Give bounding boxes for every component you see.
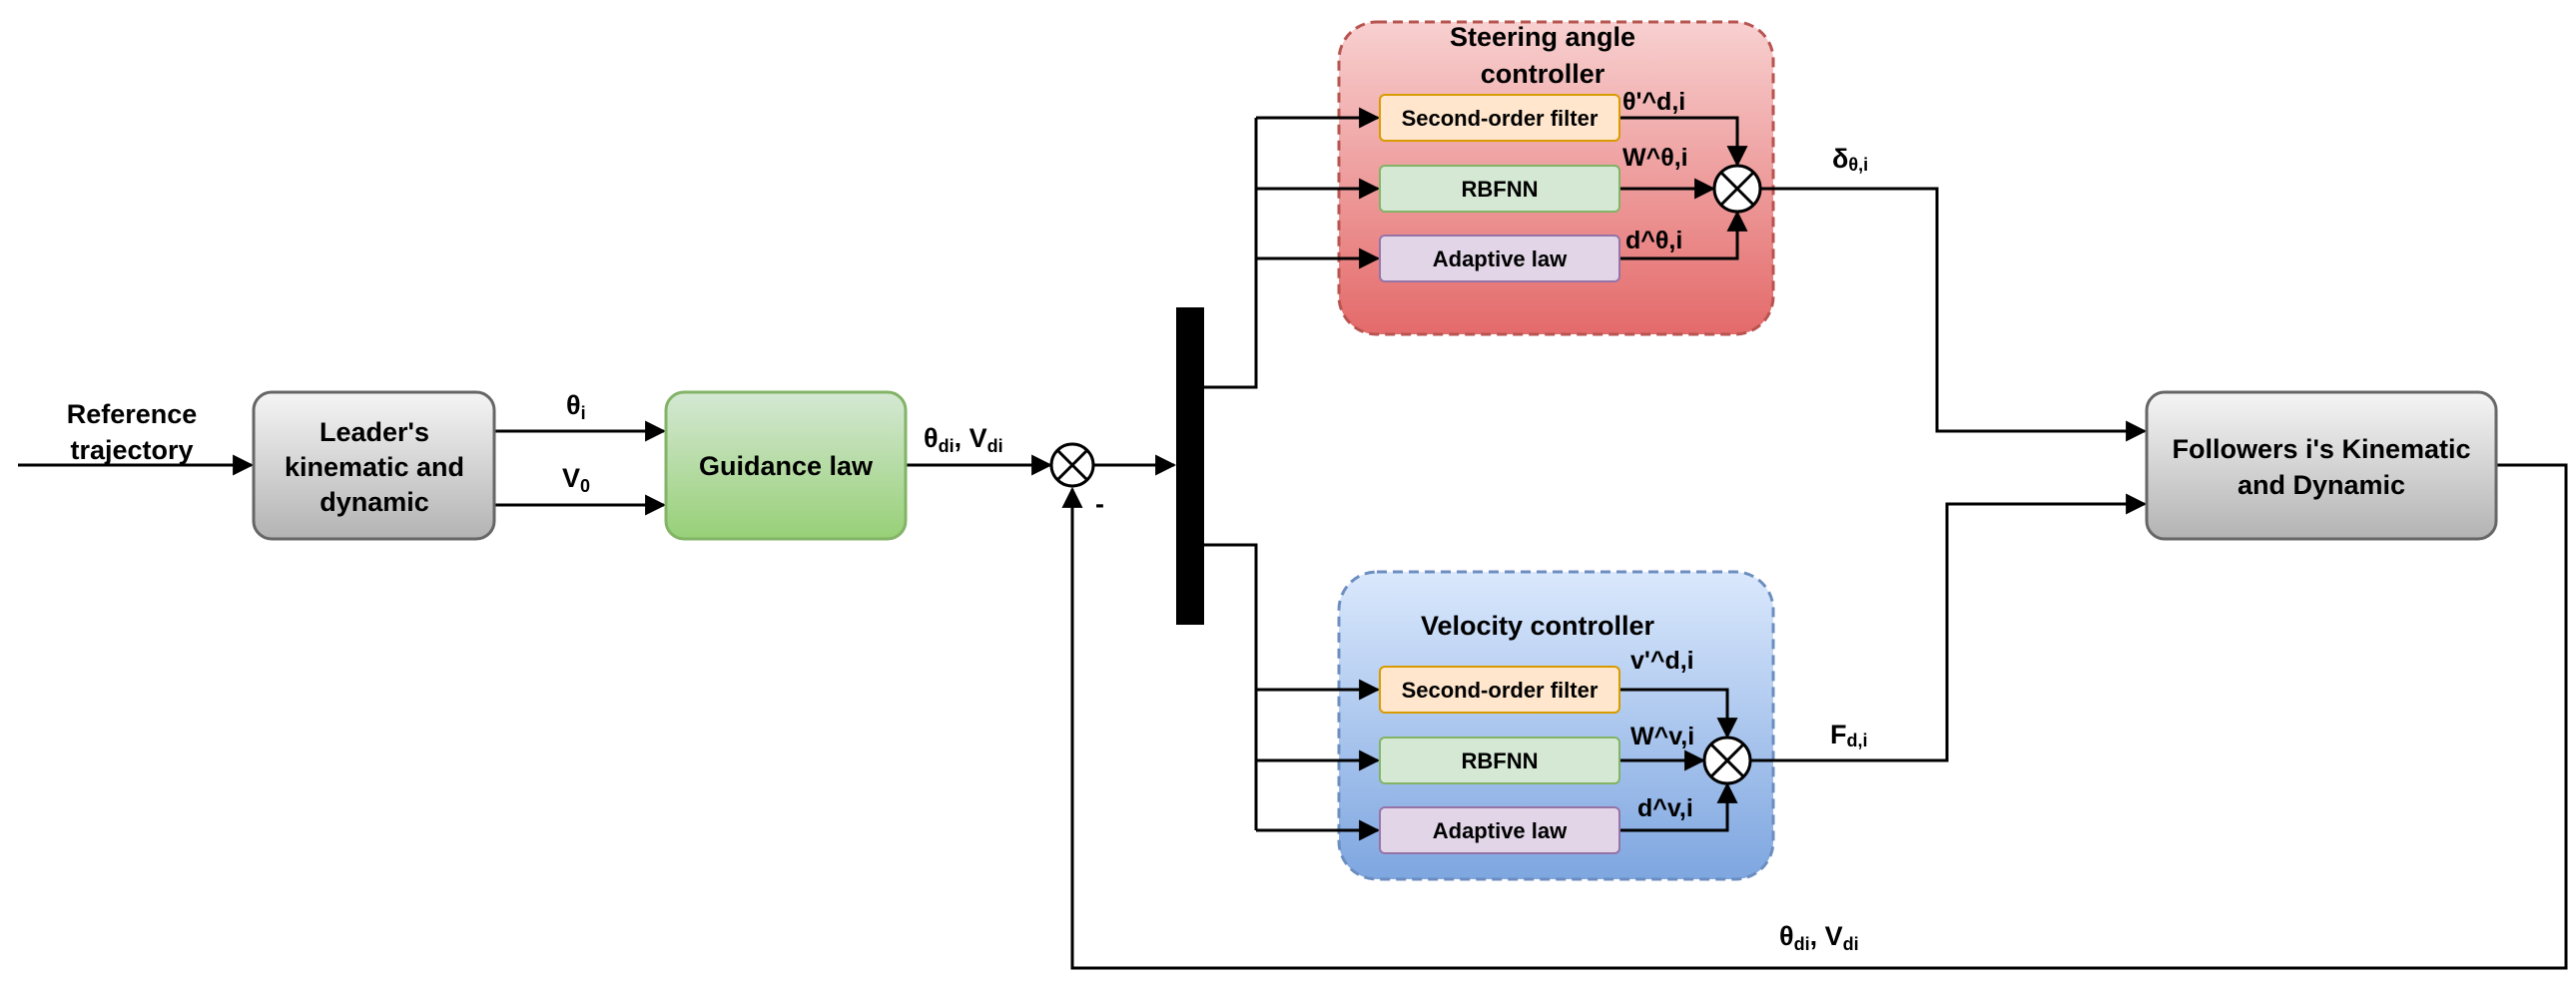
leader-label-line2: kinematic and bbox=[285, 452, 464, 482]
followers-label-line1: Followers i's Kinematic bbox=[2172, 434, 2470, 464]
guidance-output-label: θdi, Vdi bbox=[924, 423, 1003, 456]
signal-bus-bar bbox=[1176, 307, 1204, 625]
feedback-loop-arrow bbox=[1061, 463, 2568, 970]
feedback-signal-label: θdi, Vdi bbox=[1779, 921, 1859, 954]
leader-block bbox=[252, 390, 496, 541]
steering-adaptive-to-mult-arrow bbox=[1619, 210, 1748, 260]
steering-adaptive-block bbox=[1379, 235, 1620, 282]
velocity-filter-label: Second-order filter bbox=[1402, 678, 1599, 703]
steering-title-line1: Steering angle bbox=[1450, 22, 1635, 52]
theta-i-label: θi bbox=[566, 390, 586, 423]
delta-output-arrow bbox=[1761, 187, 2148, 442]
velocity-rbfnn-signal: W^v,i bbox=[1630, 723, 1694, 750]
leader-label-line1: Leader's bbox=[320, 417, 429, 447]
reference-label-line1: Reference bbox=[67, 399, 198, 429]
bus-to-velocity-wire bbox=[1204, 543, 1258, 830]
guidance-law-block bbox=[664, 390, 908, 541]
summing-junction bbox=[1049, 442, 1095, 488]
velocity-rbfnn-label: RBFNN bbox=[1462, 748, 1539, 773]
reference-label-line2: trajectory bbox=[70, 435, 193, 465]
steering-filter-to-mult-arrow bbox=[1619, 116, 1748, 168]
guidance-law-label: Guidance law bbox=[699, 451, 874, 481]
velocity-filter-to-mult-arrow bbox=[1619, 688, 1738, 740]
minus-sign: - bbox=[1095, 489, 1104, 519]
delta-signal-label: δθ,i bbox=[1832, 144, 1868, 175]
steering-rbfnn-block bbox=[1379, 165, 1620, 213]
steering-filter-label: Second-order filter bbox=[1402, 106, 1599, 131]
velocity-adaptive-block bbox=[1379, 806, 1620, 854]
v0-label: V0 bbox=[562, 463, 590, 496]
velocity-adaptive-to-mult-arrow bbox=[1619, 781, 1738, 832]
velocity-rbfnn-block bbox=[1379, 737, 1620, 784]
velocity-controller-box bbox=[1337, 570, 1775, 881]
velocity-multiplier bbox=[1702, 736, 1752, 785]
followers-block bbox=[2145, 390, 2498, 541]
velocity-adaptive-label: Adaptive law bbox=[1433, 818, 1568, 843]
velocity-title: Velocity controller bbox=[1421, 611, 1655, 641]
leader-label-line3: dynamic bbox=[320, 487, 429, 517]
steering-filter-signal: θ'^d,i bbox=[1622, 88, 1685, 116]
steering-title-line2: controller bbox=[1481, 59, 1606, 89]
bus-to-steering-wire bbox=[1204, 118, 1258, 389]
followers-label-line2: and Dynamic bbox=[2238, 470, 2405, 500]
force-output-arrow bbox=[1751, 493, 2148, 762]
velocity-filter-block bbox=[1379, 666, 1620, 714]
steering-adaptive-label: Adaptive law bbox=[1433, 247, 1568, 271]
force-signal-label: Fd,i bbox=[1830, 720, 1868, 750]
velocity-adaptive-signal: d^v,i bbox=[1637, 794, 1693, 822]
steering-rbfnn-label: RBFNN bbox=[1462, 177, 1539, 202]
steering-filter-block bbox=[1379, 94, 1620, 142]
steering-adaptive-signal: d^θ,i bbox=[1625, 227, 1682, 254]
velocity-filter-signal: v'^d,i bbox=[1630, 647, 1694, 675]
steering-multiplier bbox=[1712, 164, 1762, 214]
steering-rbfnn-signal: W^θ,i bbox=[1622, 144, 1688, 172]
